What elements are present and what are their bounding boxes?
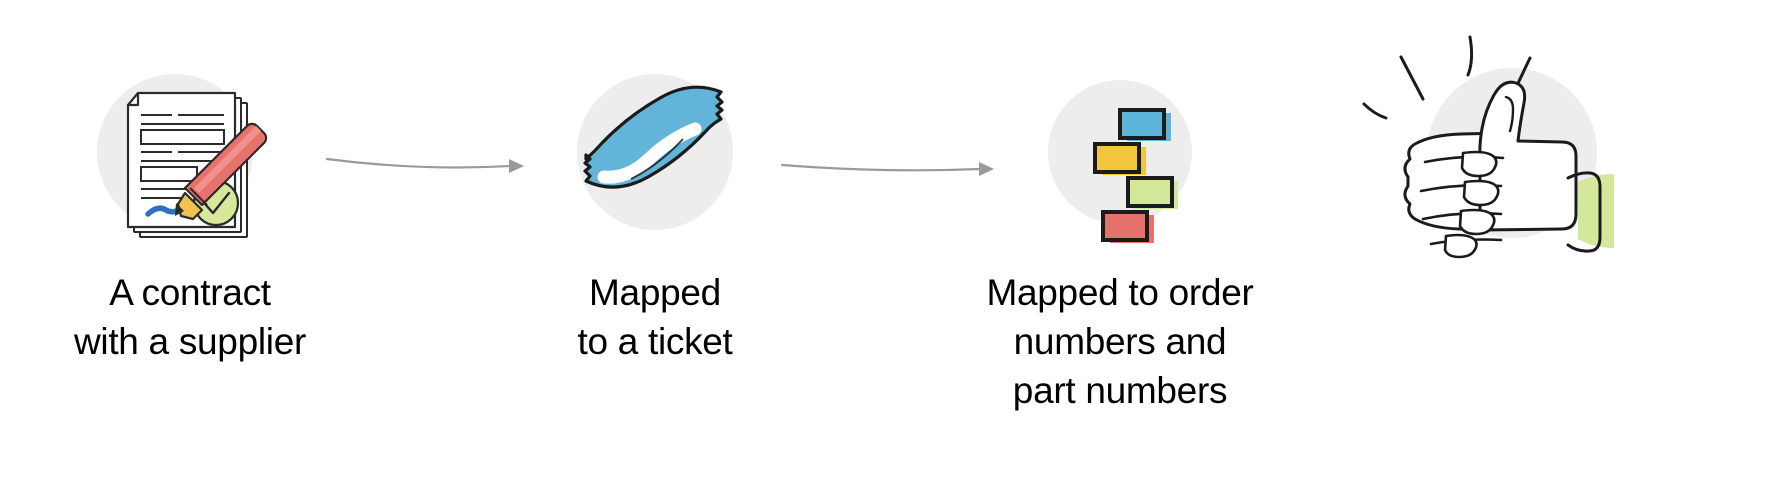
step-success xyxy=(1330,0,1782,488)
step-caption-order-numbers: Mapped to order numbers and part numbers xyxy=(986,272,1254,411)
step-contract: A contract with a supplier xyxy=(0,0,380,488)
pen-icon xyxy=(175,122,268,221)
step-caption-ticket: Mapped to a ticket xyxy=(577,272,733,362)
ribbon-shape xyxy=(583,85,724,189)
sleeve xyxy=(1578,174,1614,248)
tile-blue xyxy=(1118,108,1171,141)
step-order-numbers: Mapped to order numbers and part numbers xyxy=(930,0,1310,488)
contract-signing-icon xyxy=(0,0,380,258)
thumbs-up-icon xyxy=(1330,0,1782,270)
flow-arrow-1 xyxy=(325,145,535,185)
tile-green xyxy=(1126,176,1178,209)
stacked-tiles-icon xyxy=(930,0,1310,258)
checkmark-icon xyxy=(203,191,231,215)
tile-red xyxy=(1101,210,1154,243)
tile-yellow xyxy=(1093,142,1146,175)
flow-arrow-2 xyxy=(780,145,1005,185)
ticket-ribbon-icon xyxy=(480,0,830,258)
ribbon-highlight xyxy=(597,122,702,184)
step-ticket: Mapped to a ticket xyxy=(480,0,830,488)
step-caption-contract: A contract with a supplier xyxy=(73,272,306,362)
